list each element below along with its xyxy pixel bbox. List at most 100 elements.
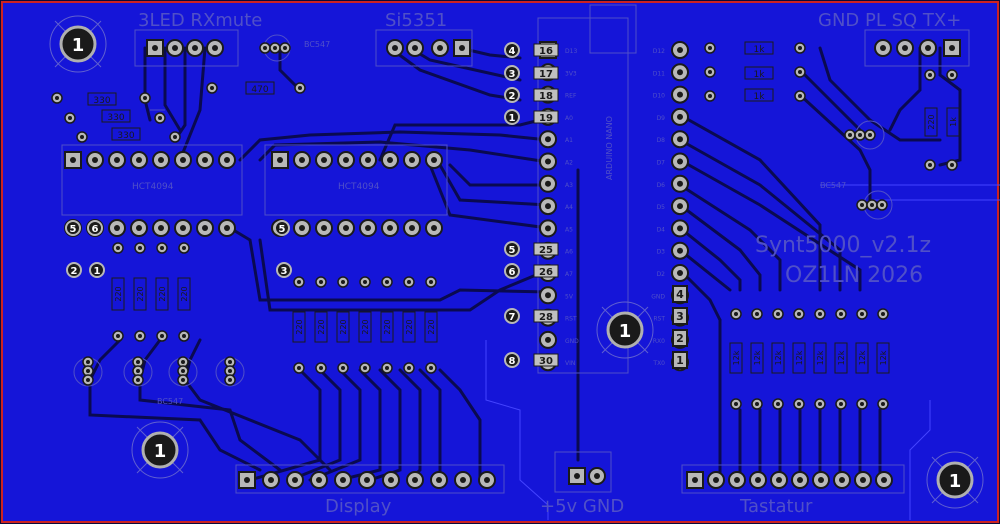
ic1-pin — [196, 219, 214, 237]
ic1-label: HCT4094 — [132, 182, 174, 192]
via-pad — [206, 82, 218, 94]
power-pin-gnd — [588, 467, 606, 485]
nano-left-index-badge: 3 — [504, 65, 520, 81]
via-pad — [835, 308, 847, 320]
resistor-value: 1k — [754, 92, 766, 102]
pin-badge-label: 7 — [509, 312, 516, 323]
resistor: 1k — [744, 66, 774, 80]
resistor-body — [314, 311, 328, 343]
nano-left-value: 28 — [539, 312, 553, 323]
resistor-value: 220 — [427, 319, 436, 334]
nano-right-pin — [671, 264, 689, 282]
via-pad — [924, 159, 936, 171]
via-pad — [224, 374, 236, 386]
via-pad — [856, 199, 868, 211]
nano-right-pin — [671, 41, 689, 59]
nano-right-pin-label: RX0 — [653, 338, 665, 345]
mounting-hole: 1 — [131, 421, 189, 479]
header-keyboard-pin — [875, 471, 893, 489]
resistor-value: 220 — [114, 286, 123, 301]
header-display-pin — [262, 471, 280, 489]
resistors: 330 330 330 470 1k 1k 1k 220 — [87, 41, 960, 141]
via-pad — [154, 112, 166, 124]
nano-left-pin-label: A6 — [565, 249, 573, 256]
mounting-hole-label: 1 — [154, 441, 167, 462]
pin-badge-label: 2 — [509, 91, 516, 102]
nano-left-pin-label: A7 — [565, 271, 573, 278]
nano-right-pin-label: D2 — [657, 271, 666, 278]
header-display-pin — [334, 471, 352, 489]
via-pad — [946, 69, 958, 81]
via-pad — [876, 199, 888, 211]
pin-badge-label: 4 — [509, 46, 516, 57]
ic2-pin — [271, 151, 289, 169]
ic1-pin — [108, 151, 126, 169]
via-pad — [730, 308, 742, 320]
nano-left-value: 17 — [539, 69, 553, 80]
silk-labels: 3LED RXmute Si5351 GND PL SQ TX+ Display… — [132, 10, 961, 517]
nano-left-index-badge: 7 — [504, 308, 520, 324]
resistor-value: 220 — [405, 319, 414, 334]
ic2-pin — [359, 219, 377, 237]
resistor-value: 12k — [732, 350, 741, 365]
pin-badge-label: 3 — [281, 266, 288, 277]
resistor-body — [155, 277, 169, 311]
via-pad — [293, 362, 305, 374]
resistor-value: 220 — [295, 319, 304, 334]
resistor-body — [358, 311, 372, 343]
via-pad — [425, 276, 437, 288]
ic2-pin — [293, 219, 311, 237]
nano-right-pin — [671, 152, 689, 171]
nano-right-pin — [671, 241, 689, 260]
mounting-holes: 1 1 1 1 — [49, 15, 984, 509]
resistor-body — [792, 342, 806, 374]
nano-right-index-label: 2 — [676, 332, 684, 345]
resistor-value: 330 — [93, 96, 110, 106]
via-pad — [403, 362, 415, 374]
nano-left-value: 25 — [539, 245, 553, 256]
ic1-pin — [174, 151, 192, 169]
nano-left-index-badge: 8 — [504, 352, 520, 368]
ic1-pin — [152, 219, 170, 237]
nano-left-value-tag — [533, 353, 559, 367]
nano-left-pin — [539, 152, 557, 171]
resistor-body — [813, 342, 827, 374]
via-pad — [814, 398, 826, 410]
pin-badge-label: 8 — [509, 356, 516, 367]
ic2-pin — [337, 219, 355, 237]
via-pad — [864, 129, 876, 141]
header-keyboard-pin — [770, 471, 788, 489]
nano-right-index-badge: 1 — [672, 351, 688, 369]
resistor-body — [729, 342, 743, 374]
header-keyboard-label: Tastatur — [739, 496, 813, 517]
mounting-hole: 1 — [49, 15, 107, 73]
nano-right-index-label: 4 — [676, 288, 684, 301]
nano-left-index-badge: 4 — [504, 42, 520, 58]
pin-badge-label: 5 — [509, 245, 516, 256]
nano-left-pin-label: A3 — [565, 182, 573, 189]
header-si-pin — [406, 39, 424, 57]
nano-right-pin-label: GND — [651, 293, 665, 300]
header-si-label: Si5351 — [385, 10, 447, 31]
via-pad — [751, 398, 763, 410]
header-keyboard-pin — [791, 471, 809, 489]
nano-left-value: 30 — [539, 356, 553, 367]
ic2-pin — [381, 151, 399, 169]
pin-badge-label: 6 — [509, 267, 516, 278]
resistor-value: 330 — [107, 113, 124, 123]
mounting-hole: 1 — [926, 451, 984, 509]
via-pad — [793, 308, 805, 320]
traces — [88, 46, 962, 482]
nano-left-pin-label: A2 — [565, 160, 573, 167]
header-display-label: Display — [325, 496, 392, 517]
header-led-rx-pin — [206, 39, 224, 57]
resistor-body — [876, 342, 890, 374]
nano-right-pin — [671, 63, 689, 82]
resistor-value: 12k — [753, 350, 762, 365]
resistor-value: 220 — [158, 286, 167, 301]
nano-left-pin-label: RST — [565, 316, 577, 323]
via-pad — [359, 276, 371, 288]
via-pad — [112, 242, 124, 254]
resistor-value: 470 — [251, 85, 268, 95]
via-pad — [315, 276, 327, 288]
